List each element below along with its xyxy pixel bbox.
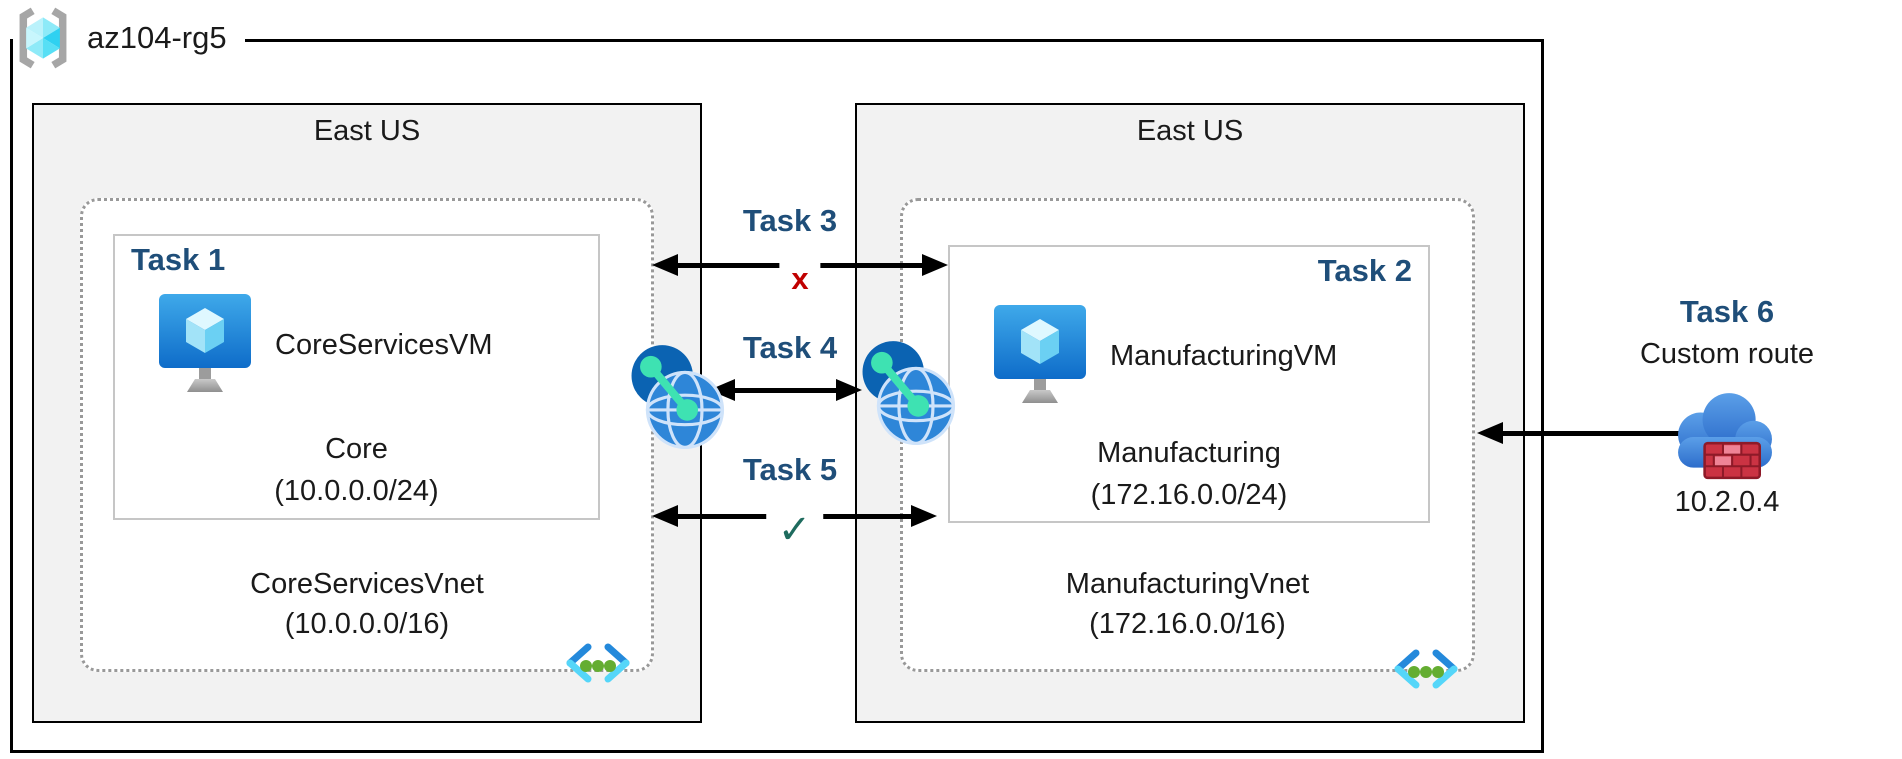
task6-arrowhead-left [1477,422,1503,444]
vnet-label-coreservices: CoreServicesVnet (10.0.0.0/16) [80,564,654,644]
task5-arrowhead-right [911,505,937,527]
subnet-box-core: Task 1 CoreServicesVM Co [113,234,600,520]
task5-label: Task 5 [742,452,838,487]
resource-group-label: az104-rg5 [87,20,227,55]
custom-route-ip: 10.2.0.4 [1674,486,1780,518]
resource-group-header: az104-rg5 [13,2,245,74]
task6-label: Task 6 [1679,294,1775,329]
subnet-box-manufacturing: Task 2 ManufacturingVM Manufacturing (17… [948,245,1430,523]
task4-arrow [709,377,862,403]
resource-group-icon [19,7,67,69]
task4-arrowhead-right [836,379,862,401]
virtual-machine-icon [994,305,1086,403]
resource-group-box [10,39,1544,753]
task2-label: Task 2 [1317,253,1412,288]
vm-name-manufacturing: ManufacturingVM [1110,339,1338,372]
task6-arrow-shaft [1497,430,1681,436]
subnet-cidr-manufacturing: (172.16.0.0/24) [1090,479,1288,511]
task4-arrow-shaft [729,387,842,393]
vnet-cidr-coreservices: (10.0.0.0/16) [284,608,450,640]
task3-arrow: x [652,244,948,298]
network-peering-globe-icon-left [631,345,725,450]
task1-label: Task 1 [131,242,226,277]
task3-label: Task 3 [742,203,838,238]
task5-arrow: ✓ [652,495,937,552]
firewall-bricks [1703,441,1762,480]
vnet-cidr-manufacturing: (172.16.0.0/16) [1089,608,1286,640]
task4-label: Task 4 [742,330,838,365]
vnet-label-manufacturing: ManufacturingVnet (172.16.0.0/16) [900,564,1475,644]
vm-row-coreservices: CoreServicesVM [157,292,590,398]
region-left-title: East US [313,115,421,147]
task3-arrowhead-left [652,254,678,276]
virtual-network-icon-right [1394,649,1458,689]
custom-route-title: Custom route [1639,338,1815,370]
cloud-firewall-icon [1678,393,1772,480]
vnet-name-manufacturing: ManufacturingVnet [1065,568,1310,600]
subnet-name-manufacturing: Manufacturing [1097,437,1281,469]
task3-arrowhead-right [922,254,948,276]
subnet-name-core: Core [325,433,388,465]
network-peering-globe-icon-right [862,341,956,446]
virtual-machine-icon [159,294,251,392]
region-right-title: East US [1136,115,1244,147]
task6-arrow [1477,420,1683,446]
vnet-name-coreservices: CoreServicesVnet [250,568,484,600]
task3-blocked-x-mark: x [779,244,821,298]
vm-row-manufacturing: ManufacturingVM [992,303,1420,409]
subnet-cidr-core: (10.0.0.0/24) [274,475,439,507]
vm-name-coreservices: CoreServicesVM [275,328,493,361]
virtual-network-icon-left [566,643,630,683]
task5-allowed-check-mark: ✓ [765,495,824,552]
task5-arrowhead-left [652,505,678,527]
